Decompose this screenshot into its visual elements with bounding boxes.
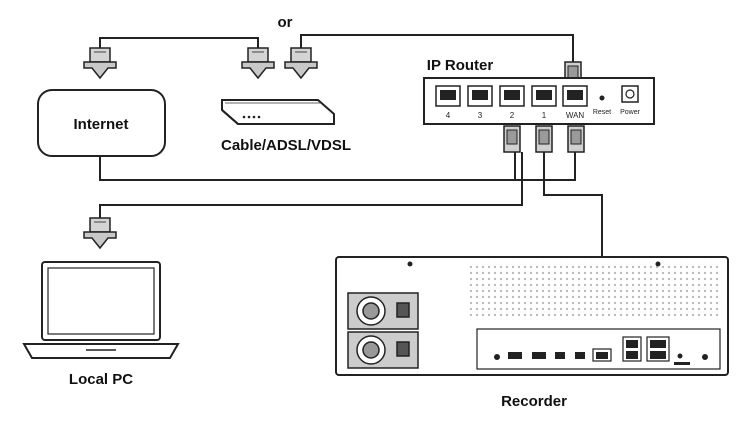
router-label: IP Router	[427, 57, 494, 74]
router-reset-label: Reset	[593, 109, 611, 116]
recorder-label: Recorder	[501, 393, 567, 410]
connector-modem-left	[241, 47, 275, 79]
laptop-icon	[22, 261, 180, 359]
cable-lines	[99, 34, 603, 300]
local-pc-label: Local PC	[69, 371, 133, 388]
internet-label: Internet	[73, 116, 128, 133]
router-icon	[423, 77, 655, 125]
router-port-3: 3	[478, 111, 483, 120]
connector-router-wan-bottom	[567, 125, 585, 153]
router-port-4: 4	[446, 111, 451, 120]
router-power-label: Power	[620, 109, 641, 116]
connector-modem-right	[284, 47, 318, 79]
connector-router-port2	[503, 125, 521, 153]
router-port-1: 1	[542, 111, 547, 120]
connector-internet-top	[83, 47, 117, 79]
connector-router-port1	[535, 125, 553, 153]
connector-local-pc	[83, 217, 117, 249]
nvr-recorder-icon	[335, 256, 729, 376]
router-port-wan: WAN	[566, 111, 585, 120]
router-port-2: 2	[510, 111, 515, 120]
internet-node: Internet	[37, 89, 166, 157]
or-label: or	[278, 14, 293, 31]
modem-icon	[221, 99, 335, 125]
modem-label: Cable/ADSL/VDSL	[221, 137, 351, 154]
